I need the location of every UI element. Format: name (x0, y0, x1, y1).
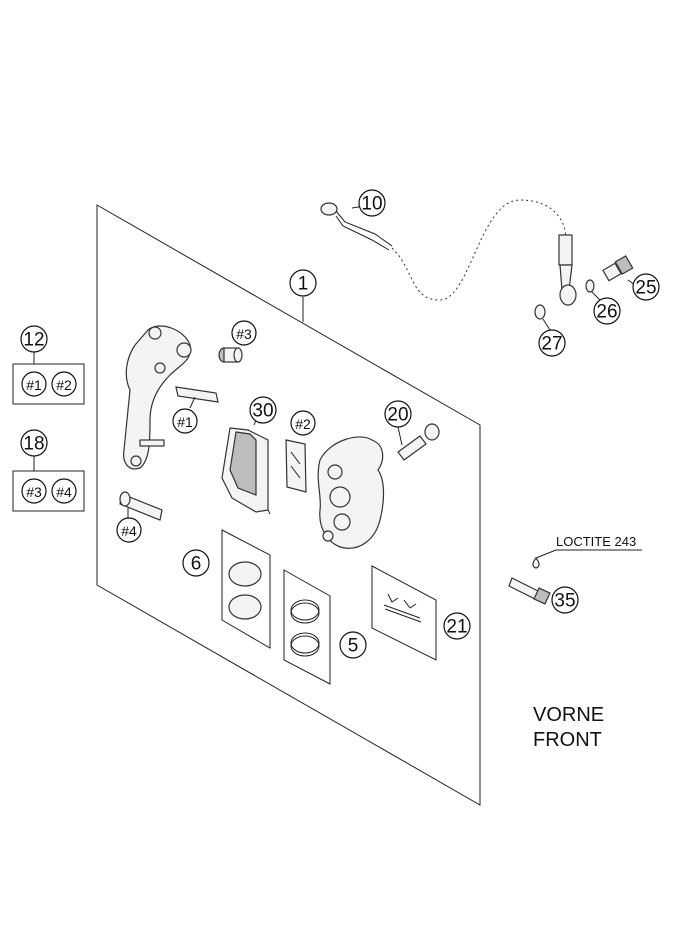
svg-text:#1: #1 (177, 414, 193, 430)
svg-text:26: 26 (596, 302, 617, 323)
svg-text:#3: #3 (26, 484, 42, 500)
svg-text:12: 12 (23, 330, 44, 351)
callout-hash-3-top: #3 (231, 320, 257, 346)
callout-hash-4-pin: #4 (116, 517, 142, 543)
banjo-bolt (602, 255, 636, 286)
svg-text:#4: #4 (121, 523, 137, 539)
svg-text:18: 18 (23, 434, 44, 455)
callout-1: 1 (289, 269, 317, 297)
callout-30: 30 (249, 396, 277, 424)
callout-35: 35 (551, 586, 579, 614)
kit-12: 12 #1 #2 (12, 325, 85, 405)
assembly-frame (96, 204, 481, 806)
svg-text:35: 35 (554, 591, 575, 612)
loctite-label: LOCTITE 243 (556, 534, 636, 549)
callout-20: 20 (384, 400, 412, 428)
kit-18: 18 #3 #4 (12, 429, 85, 512)
pin-4 (119, 491, 163, 521)
vorne-label: VORNE (533, 704, 604, 726)
callout-hash-2-spring: #2 (290, 410, 316, 436)
seal-kit-box (283, 569, 331, 685)
svg-text:#2: #2 (295, 416, 311, 432)
svg-text:1: 1 (298, 274, 309, 295)
callout-10: 10 (358, 189, 386, 217)
callout-25: 25 (632, 273, 660, 301)
piston-kit-box (221, 529, 271, 649)
caliper-body (317, 436, 385, 549)
brake-hose (320, 199, 577, 306)
callout-6: 6 (182, 549, 210, 577)
svg-text:27: 27 (541, 334, 562, 355)
screw-35 (508, 549, 642, 605)
pin-3 (218, 347, 243, 363)
pad-spring (285, 439, 307, 493)
callout-27: 27 (538, 329, 566, 357)
svg-text:5: 5 (348, 636, 359, 657)
front-label: FRONT (533, 729, 602, 751)
washer-26 (585, 279, 595, 293)
washer-27 (534, 304, 546, 320)
callout-5: 5 (339, 631, 367, 659)
caliper-bracket (123, 325, 192, 470)
svg-text:25: 25 (635, 278, 656, 299)
svg-text:21: 21 (446, 617, 467, 638)
svg-text:#2: #2 (56, 377, 72, 393)
svg-text:6: 6 (191, 554, 202, 575)
svg-text:#1: #1 (26, 377, 42, 393)
brake-pads (221, 414, 271, 515)
bleed-valve (397, 423, 440, 461)
svg-text:30: 30 (252, 401, 273, 422)
svg-text:10: 10 (361, 194, 382, 215)
svg-text:#3: #3 (236, 326, 252, 342)
small-parts-kit-box (371, 565, 437, 661)
callout-hash-1-plate: #1 (172, 408, 198, 434)
callout-21: 21 (443, 612, 471, 640)
callout-26: 26 (593, 297, 621, 325)
pad-plate (175, 386, 219, 403)
svg-text:#4: #4 (56, 484, 72, 500)
svg-text:20: 20 (387, 405, 408, 426)
